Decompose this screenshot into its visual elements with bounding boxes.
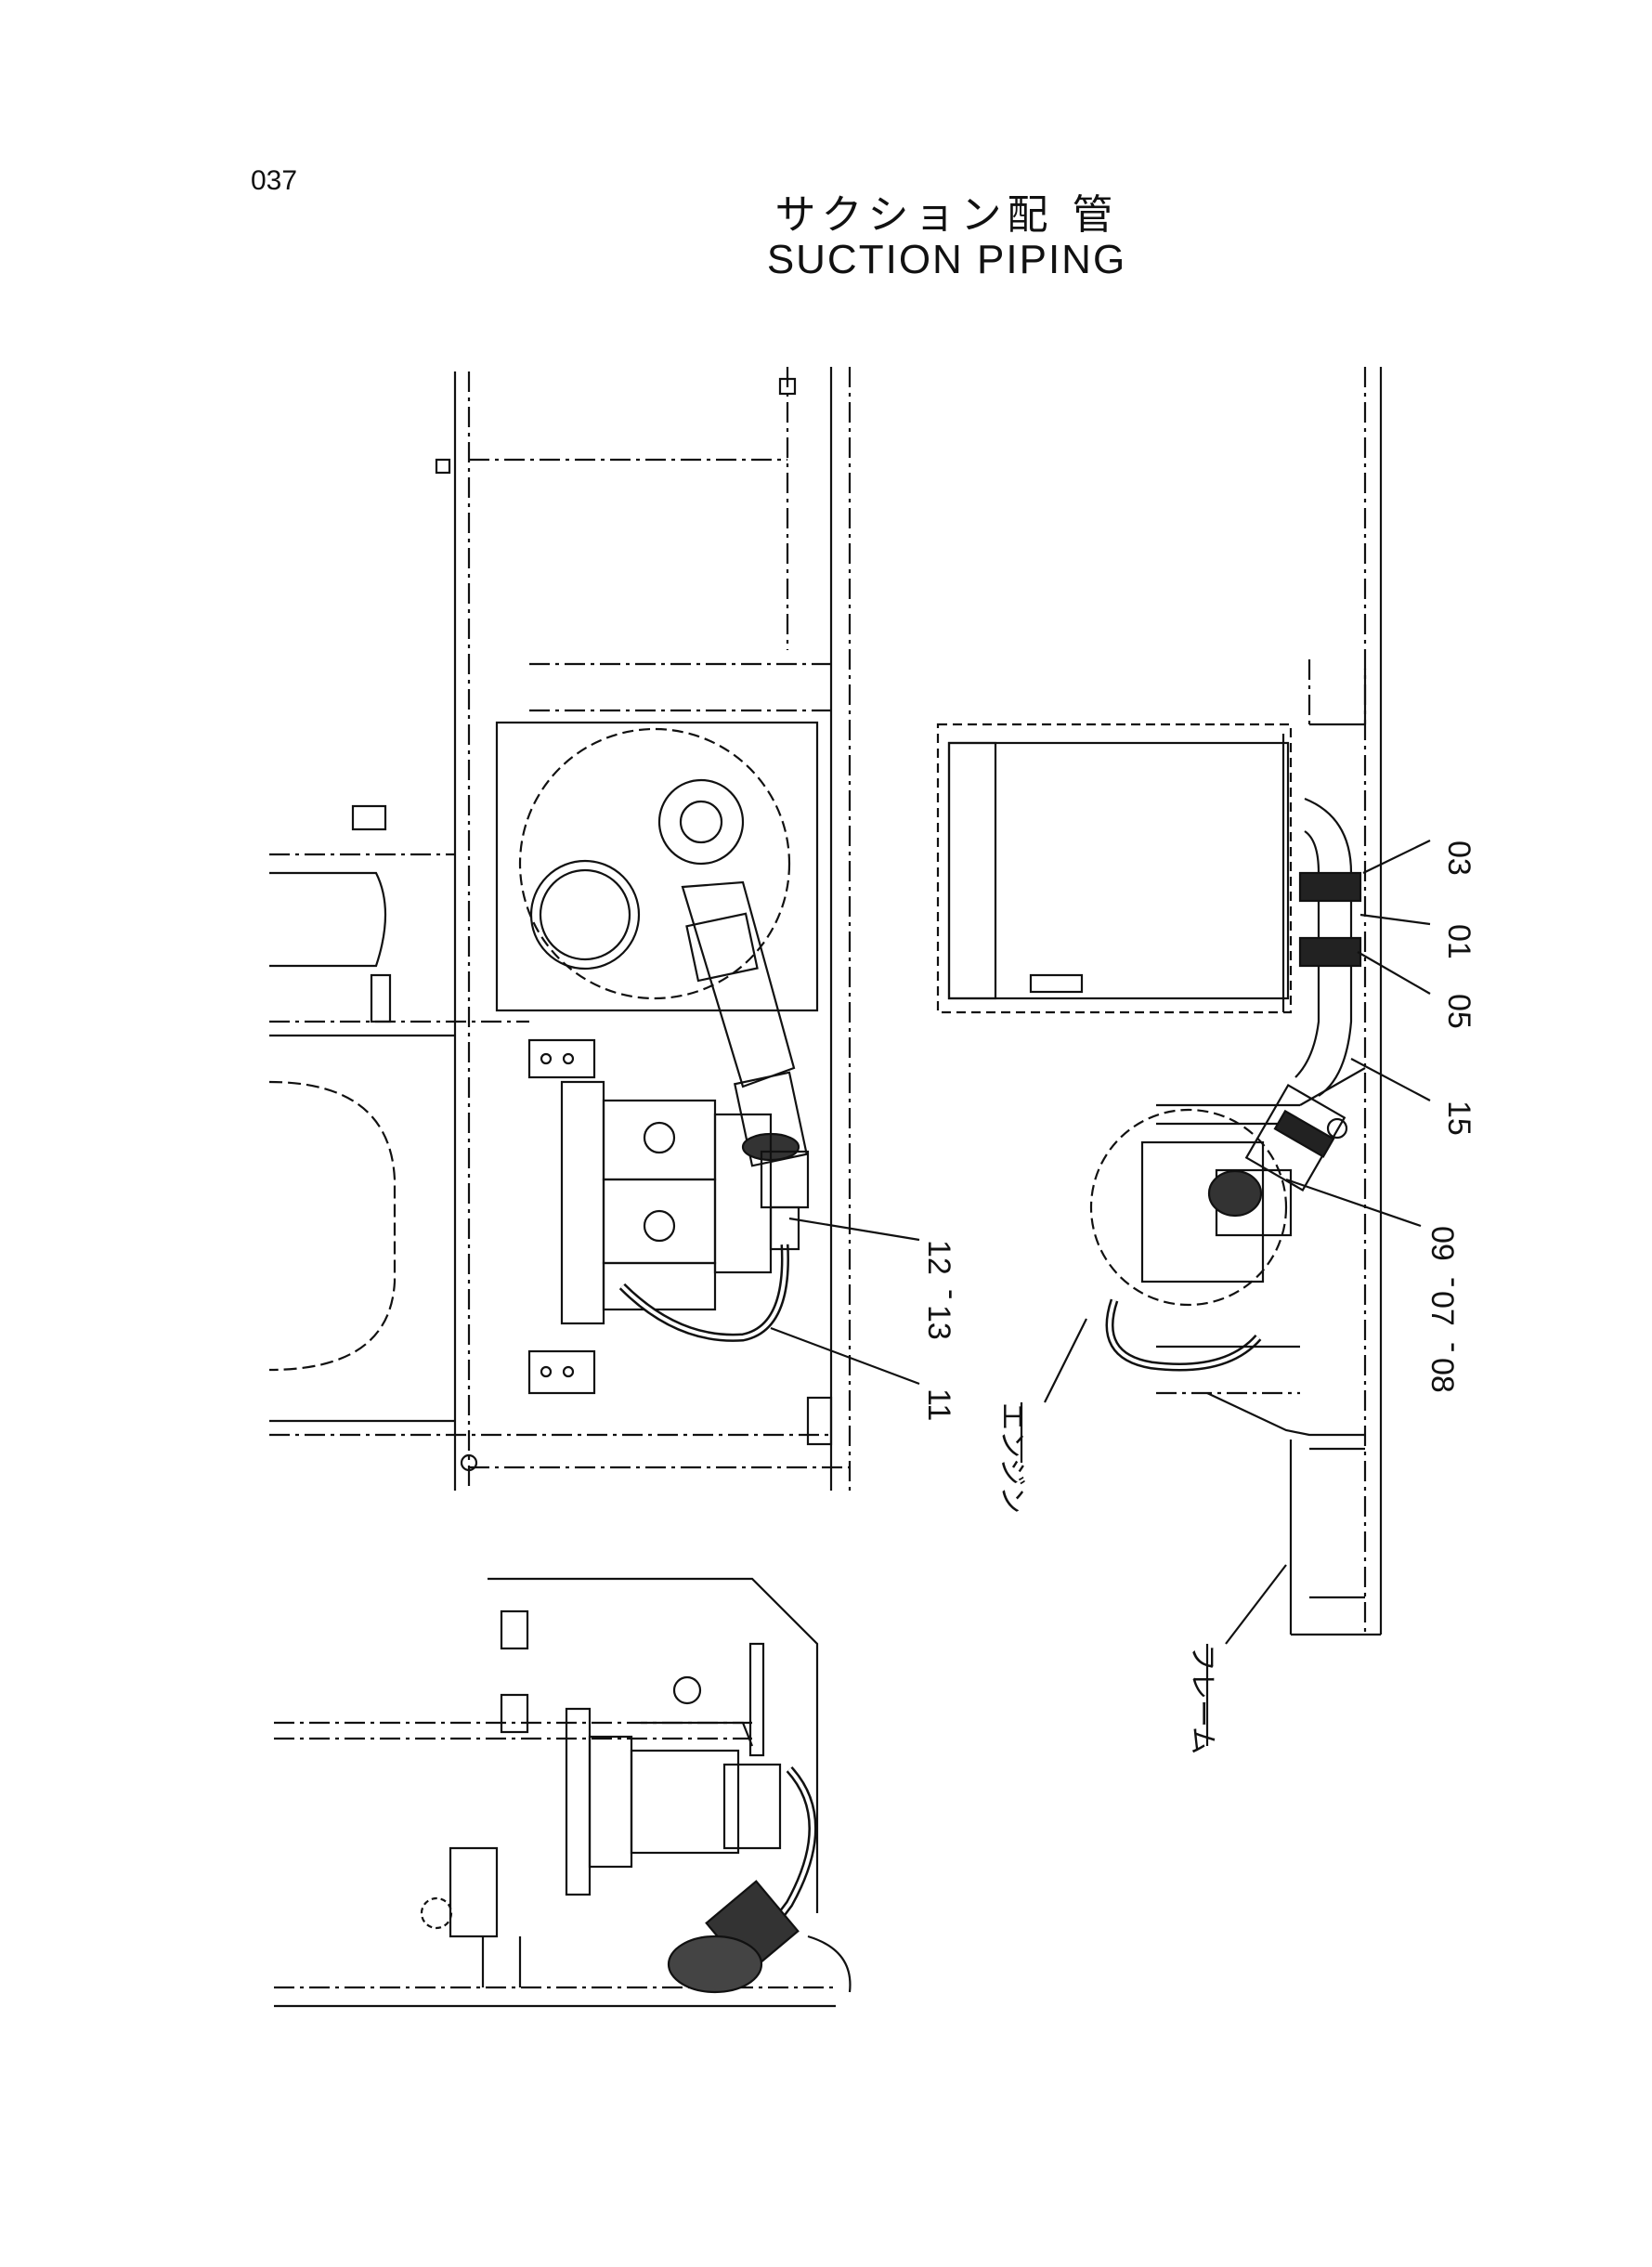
side-view <box>936 367 1383 1636</box>
callout-01: 01 <box>1441 924 1476 959</box>
leader-15 <box>1350 1058 1431 1101</box>
callout-07: 07 <box>1424 1291 1460 1326</box>
callout-09: 09 <box>1424 1226 1460 1261</box>
frame-label: フレーム <box>1186 1644 1218 1754</box>
callout-13: 13 <box>921 1305 956 1340</box>
callout-dash-3: - <box>934 1289 969 1299</box>
callout-dash-2: - <box>1437 1342 1472 1352</box>
leader-engine <box>1044 1318 1087 1403</box>
callout-15: 15 <box>1441 1101 1476 1136</box>
callout-11: 11 <box>921 1388 956 1421</box>
leader-03 <box>1362 840 1431 874</box>
callout-03: 03 <box>1441 840 1476 876</box>
leader-12-13 <box>788 1217 920 1242</box>
callout-08: 08 <box>1424 1358 1460 1393</box>
page-title-jp: サクション配 管 <box>774 191 1119 239</box>
leader-11 <box>770 1326 920 1386</box>
callout-dash-1: - <box>1437 1277 1472 1287</box>
leader-05 <box>1357 951 1431 995</box>
leader-09-07-08 <box>1285 1178 1422 1228</box>
leader-frame <box>1225 1564 1287 1645</box>
page-title-en: SUCTION PIPING <box>766 237 1127 282</box>
callout-12: 12 <box>921 1240 956 1275</box>
bottom-view <box>274 1577 852 2008</box>
callout-05: 05 <box>1441 994 1476 1029</box>
top-view <box>268 367 852 1491</box>
engine-label: エンジン <box>995 1402 1028 1514</box>
page-number: 037 <box>251 165 298 196</box>
leader-01 <box>1359 913 1431 926</box>
